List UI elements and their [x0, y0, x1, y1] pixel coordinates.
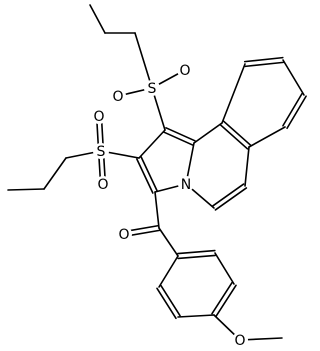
single-bond-line — [282, 59, 305, 96]
single-bond-line — [221, 63, 246, 124]
single-bond-line — [248, 126, 286, 148]
single-bond-line — [154, 191, 160, 229]
atom-label-n-ring: N — [181, 177, 191, 193]
single-bond-line — [158, 255, 179, 288]
atom-label-o-carbonyl: O — [118, 227, 129, 243]
double-bond-line — [286, 95, 307, 130]
atom-label-s-lower: S — [97, 144, 106, 160]
double-bond-line — [163, 131, 194, 146]
double-bond-line — [214, 187, 248, 211]
double-bond-line — [165, 127, 196, 142]
double-bond-line — [243, 56, 284, 63]
single-bond-line — [138, 129, 166, 159]
atom-label-o-upper-left: O — [112, 89, 123, 105]
single-bond-line — [177, 314, 215, 318]
atom-label-background — [116, 226, 132, 242]
double-bond-line — [222, 120, 252, 147]
atom-label-background — [177, 62, 193, 78]
double-bond-line — [244, 61, 285, 68]
single-bond-line — [89, 4, 106, 34]
atom-label-background — [95, 176, 111, 192]
atom-label-background — [144, 80, 160, 96]
double-bond-line — [160, 284, 181, 317]
double-bond-line — [177, 249, 216, 255]
single-bond-line — [214, 252, 235, 285]
atom-label-o-methoxy: O — [234, 333, 245, 349]
double-bond-line — [156, 287, 177, 320]
double-bond-line — [215, 284, 237, 318]
single-bond-line — [193, 122, 223, 144]
single-bond-line — [134, 32, 153, 89]
atom-label-background — [232, 332, 248, 348]
single-bond-line — [43, 157, 67, 190]
atom-label-background — [93, 143, 109, 159]
atom-label-o-upper-right: O — [179, 63, 190, 79]
double-bond-line — [136, 158, 154, 194]
bond-lines — [7, 4, 307, 341]
double-bond-line — [211, 281, 233, 315]
double-bond-line — [177, 254, 216, 260]
atom-label-background — [110, 88, 126, 104]
single-bond-line — [7, 188, 45, 191]
single-bond-line — [244, 146, 250, 187]
atom-label-background — [91, 108, 107, 124]
double-bond-line — [140, 156, 158, 192]
atom-label-o-lower-top: O — [93, 109, 104, 125]
double-bond-line — [219, 123, 249, 150]
double-bond-line — [282, 92, 303, 127]
atom-label-s-upper: S — [148, 81, 157, 97]
double-bond-line — [211, 183, 245, 207]
atom-label-background — [178, 176, 194, 192]
atom-label-o-lower-bottom: O — [97, 177, 108, 193]
single-bond-line — [158, 227, 179, 257]
